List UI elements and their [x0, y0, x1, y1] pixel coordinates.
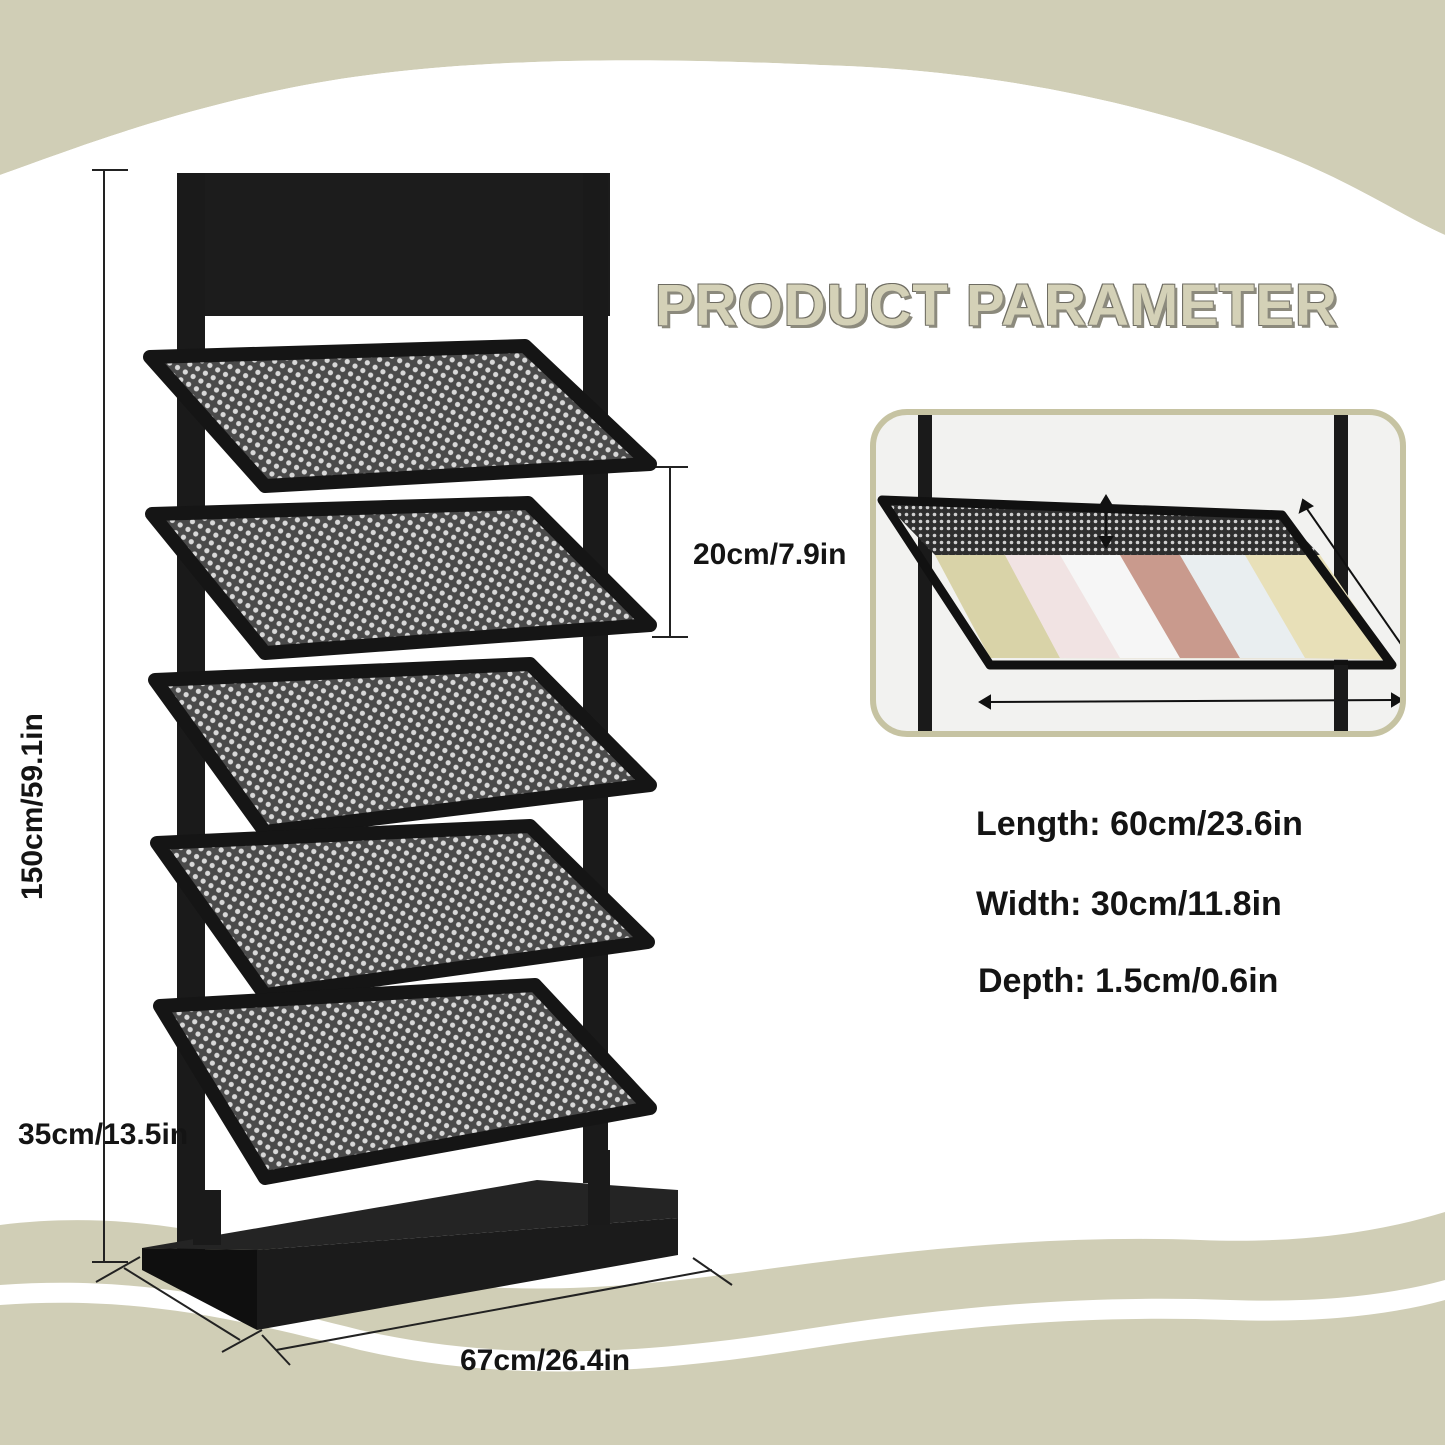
- top-wave-band: [0, 0, 1445, 235]
- base-width-label: 67cm/26.4in: [460, 1344, 631, 1377]
- spec-width: Width: 30cm/11.8in: [976, 885, 1282, 923]
- bottom-wave-highlight: [0, 1280, 1445, 1372]
- rack-right-post: [583, 173, 608, 1183]
- base-dimension-lines: [95, 1256, 733, 1366]
- page-title: PRODUCT PARAMETER: [655, 273, 1338, 338]
- shelf-1: [143, 339, 657, 493]
- spec-depth: Depth: 1.5cm/0.6in: [978, 962, 1279, 1000]
- top-wave-highlight: [0, 60, 1445, 256]
- shelf-spacing-label: 20cm/7.9in: [693, 538, 847, 571]
- spec-length: Length: 60cm/23.6in: [976, 805, 1303, 843]
- shelf-2: [145, 496, 657, 660]
- rack-base-side: [257, 1218, 678, 1330]
- rack-base-top: [142, 1180, 678, 1250]
- base-depth-label: 35cm/13.5in: [18, 1118, 189, 1151]
- shelf-detail-inset: [870, 409, 1406, 737]
- shelf-4: [150, 819, 655, 1002]
- rack-base-front: [142, 1248, 257, 1330]
- height-dimension-line: [92, 169, 128, 1263]
- display-rack: [142, 173, 678, 1330]
- shelf-5: [153, 978, 657, 1185]
- height-dimension-label: 150cm/59.1in: [16, 713, 49, 900]
- shelf-3: [148, 657, 657, 839]
- rack-header-board: [177, 173, 610, 316]
- shelf-spacing-dimension-line: [652, 466, 688, 638]
